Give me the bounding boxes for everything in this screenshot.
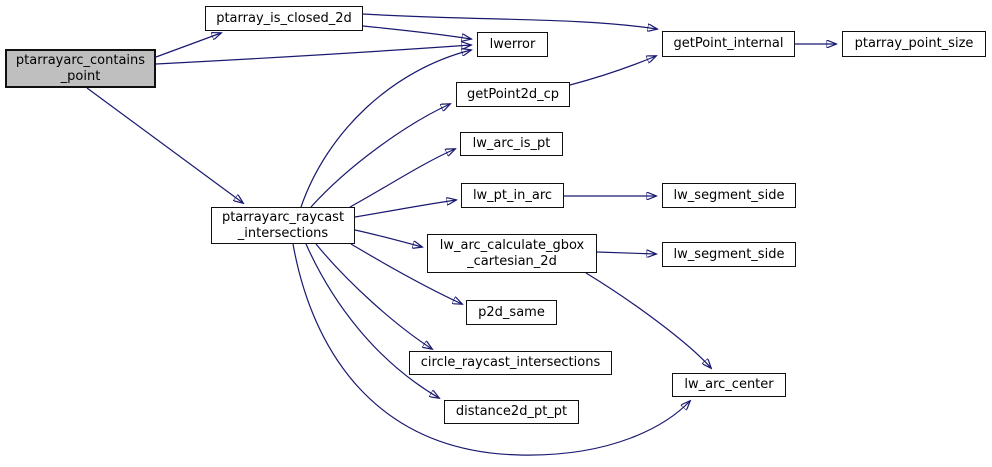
node-lw-segment-side-bottom[interactable]: lw_segment_side <box>662 242 796 267</box>
edge-is-closed-to-lwerror <box>362 25 471 39</box>
edge-raycast-to-pt-in-arc <box>354 200 456 218</box>
node-ptarrayarc-raycast-intersections[interactable]: ptarrayarc_raycast _intersections <box>211 207 355 244</box>
edge-contains-point-to-lwerror <box>155 45 471 65</box>
edge-is-closed-to-getpoint-internal <box>362 13 657 29</box>
node-lwerror[interactable]: lwerror <box>477 32 548 57</box>
node-lw-segment-side-top[interactable]: lw_segment_side <box>662 183 796 208</box>
node-ptarrayarc-contains-point: ptarrayarc_contains _point <box>5 49 156 88</box>
edge-raycast-to-arc-center <box>292 243 690 456</box>
node-distance2d-pt-pt[interactable]: distance2d_pt_pt <box>444 400 579 424</box>
edge-contains-point-to-raycast <box>86 87 243 203</box>
node-circle-raycast-intersections[interactable]: circle_raycast_intersections <box>409 351 612 375</box>
node-getpoint-internal[interactable]: getPoint_internal <box>662 31 795 57</box>
node-ptarray-is-closed-2d[interactable]: ptarray_is_closed_2d <box>205 6 363 31</box>
edge-contains-point-to-is-closed <box>155 33 221 58</box>
node-lw-arc-is-pt[interactable]: lw_arc_is_pt <box>460 132 563 156</box>
edge-raycast-to-p2d-same <box>350 243 462 304</box>
edge-raycast-to-arc-is-pt <box>349 149 455 208</box>
edge-raycast-to-getpoint2d-cp <box>310 104 450 208</box>
edge-raycast-to-arc-calculate-gbox <box>354 229 422 247</box>
node-lw-arc-calculate-gbox-cartesian-2d[interactable]: lw_arc_calculate_gbox _cartesian_2d <box>427 234 597 273</box>
edge-arc-calculate-gbox-to-segment-side-bottom <box>596 252 656 254</box>
edge-raycast-to-distance2d <box>305 243 439 398</box>
edge-raycast-to-circle-raycast <box>315 243 432 349</box>
node-p2d-same[interactable]: p2d_same <box>466 300 557 325</box>
node-getpoint2d-cp[interactable]: getPoint2d_cp <box>456 82 570 107</box>
edge-getpoint2d-cp-to-getpoint-internal <box>569 56 656 86</box>
edge-arc-calculate-gbox-to-arc-center <box>585 272 711 368</box>
node-lw-arc-center[interactable]: lw_arc_center <box>672 373 786 397</box>
edge-raycast-to-lwerror <box>300 50 471 208</box>
node-lw-pt-in-arc[interactable]: lw_pt_in_arc <box>461 183 564 208</box>
node-ptarray-point-size[interactable]: ptarray_point_size <box>842 31 986 57</box>
